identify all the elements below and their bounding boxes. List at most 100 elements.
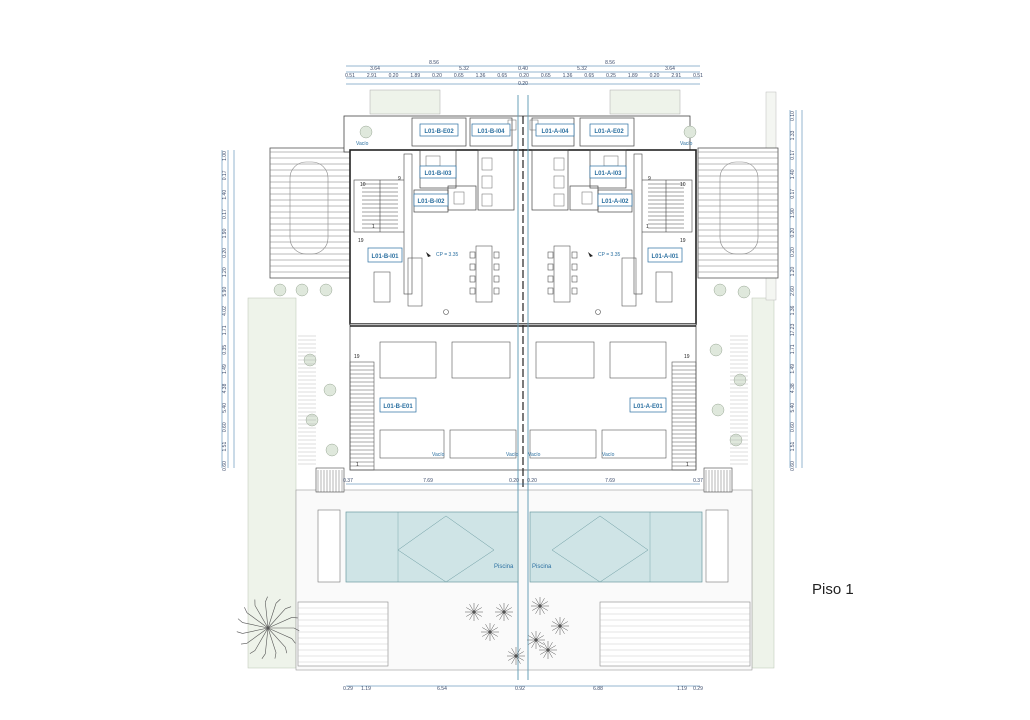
dimension-value: 2.91 xyxy=(367,73,377,79)
dimension-value: 0.92 xyxy=(515,686,525,692)
dimension-value: 0.10 xyxy=(790,111,796,121)
dimension-value: 0.65 xyxy=(454,73,464,79)
dimension-value: 2.91 xyxy=(671,73,681,79)
dimension-value: 0.20 xyxy=(389,73,399,79)
room-label-text: L01-A-E02 xyxy=(594,129,624,135)
dimension-value: 0.17 xyxy=(790,150,796,160)
room-label-a-i03[interactable]: L01-A-I03 xyxy=(589,165,627,179)
stair-step-number: 19 xyxy=(358,238,364,244)
dimension-value: 1.51 xyxy=(790,441,796,451)
room-labels: L01-B-E02 L01-B-I04 L01-A-I04 L01-A-E02 … xyxy=(367,123,683,413)
stair-step-number: 1 xyxy=(372,224,375,230)
dimension-value: 1.36 xyxy=(790,305,796,315)
dimension-value: 1.89 xyxy=(410,73,420,79)
dimension-lines xyxy=(221,65,803,687)
dimension-value: 0.20 xyxy=(519,73,529,79)
stair-step-number: 10 xyxy=(680,182,686,188)
dimension-value: 1.49 xyxy=(790,364,796,374)
stair-step-number: 9 xyxy=(398,176,401,182)
dimension-value: 5.32 xyxy=(577,66,587,72)
north-arrow-icon xyxy=(426,252,593,257)
room-label-a-e02[interactable]: L01-A-E02 xyxy=(589,123,629,137)
room-label-text: L01-A-I04 xyxy=(541,129,569,135)
room-label-b-i01[interactable]: L01-B-I01 xyxy=(367,247,403,263)
dimension-value: 0.20 xyxy=(509,478,519,484)
dimension-value: 5.40 xyxy=(222,403,228,413)
room-label-text: L01-B-I03 xyxy=(424,171,452,177)
stair-step-number: 10 xyxy=(360,182,366,188)
dimension-value: 0.17 xyxy=(222,170,228,180)
dimension-value: 1.90 xyxy=(790,208,796,218)
room-label-text: L01-B-E01 xyxy=(383,404,413,410)
dimension-value: 0.20 xyxy=(222,248,228,258)
dimension-value: 4.38 xyxy=(222,383,228,393)
dimension-value: 6.88 xyxy=(593,686,603,692)
dimension-value: 0.29 xyxy=(693,686,703,692)
dimension-value: 0.60 xyxy=(222,461,228,471)
side-shrubs xyxy=(273,125,751,465)
dimension-value: 0.20 xyxy=(527,478,537,484)
dimension-value: 17.23 xyxy=(790,323,796,336)
right-terrace xyxy=(697,147,779,279)
room-label-b-e02[interactable]: L01-B-E02 xyxy=(419,123,459,137)
room-label-a-i01[interactable]: L01-A-I01 xyxy=(647,247,683,263)
dimension-value: 1.19 xyxy=(677,686,687,692)
room-label-b-i04[interactable]: L01-B-I04 xyxy=(471,123,511,137)
dimension-value: 1.20 xyxy=(790,266,796,276)
lower-zone xyxy=(349,341,697,471)
dimension-value: 1.33 xyxy=(790,130,796,140)
dimension-value: 1.36 xyxy=(563,73,573,79)
dimension-value: 3.64 xyxy=(370,66,380,72)
upper-stairs xyxy=(353,153,693,295)
vacio-label: Vacío xyxy=(506,452,519,458)
stair-step-number: 19 xyxy=(680,238,686,244)
dimension-value: 1.20 xyxy=(222,267,228,277)
dimension-value: 0.60 xyxy=(790,461,796,471)
room-label-b-e01[interactable]: L01-B-E01 xyxy=(379,397,417,413)
deciduous-tree xyxy=(236,596,300,659)
room-label-text: L01-B-I02 xyxy=(417,199,445,205)
room-label-text: L01-A-I01 xyxy=(651,254,679,260)
dimension-value: 6.54 xyxy=(437,686,447,692)
dimension-value: 1.40 xyxy=(222,190,228,200)
room-label-a-i02[interactable]: L01-A-I02 xyxy=(597,193,633,207)
annotations: Vacío Vacío Vacío Vacío Vacío Vacío CP =… xyxy=(354,141,693,570)
dimension-value: 5.90 xyxy=(222,287,228,297)
room-label-b-i03[interactable]: L01-B-I03 xyxy=(419,165,457,179)
dimension-value: 0.20 xyxy=(650,73,660,79)
dimension-value: 5.32 xyxy=(459,66,469,72)
dimension-value: 0.51 xyxy=(345,73,355,79)
vacio-label: Vacío xyxy=(356,141,369,147)
dimension-value: 1.19 xyxy=(361,686,371,692)
dimension-value: 0.20 xyxy=(432,73,442,79)
dimension-value: 0.35 xyxy=(222,345,228,355)
dimension-value: 0.40 xyxy=(518,66,528,72)
dimension-value: 1.49 xyxy=(222,364,228,374)
vacio-label: Vacío xyxy=(432,452,445,458)
dimension-value: 0.65 xyxy=(584,73,594,79)
room-label-a-i04[interactable]: L01-A-I04 xyxy=(535,123,575,137)
dimension-value: 2.60 xyxy=(790,286,796,296)
dimension-value: 0.37 xyxy=(343,478,353,484)
room-label-text: L01-B-I04 xyxy=(477,129,505,135)
dimension-value: 0.20 xyxy=(518,81,528,87)
vacio-label: Vacío xyxy=(602,452,615,458)
garden-trees xyxy=(465,597,569,665)
room-label-text: L01-A-I03 xyxy=(594,171,622,177)
room-label-text: L01-B-I01 xyxy=(371,254,399,260)
dimension-value: 1.71 xyxy=(790,344,796,354)
dimension-value: 8.56 xyxy=(605,60,615,66)
room-label-a-e01[interactable]: L01-A-E01 xyxy=(629,397,667,413)
room-label-b-i02[interactable]: L01-B-I02 xyxy=(413,193,449,207)
dimension-value: 0.20 xyxy=(790,247,796,257)
dimension-value: 1.36 xyxy=(476,73,486,79)
dimension-value: 0.65 xyxy=(541,73,551,79)
left-terrace xyxy=(269,147,351,279)
dimension-value: 3.64 xyxy=(665,66,675,72)
dimension-value: 1.90 xyxy=(222,228,228,238)
stair-step-number: 9 xyxy=(648,176,651,182)
dimension-value: 4.38 xyxy=(790,383,796,393)
dimension-value: 0.51 xyxy=(693,73,703,79)
